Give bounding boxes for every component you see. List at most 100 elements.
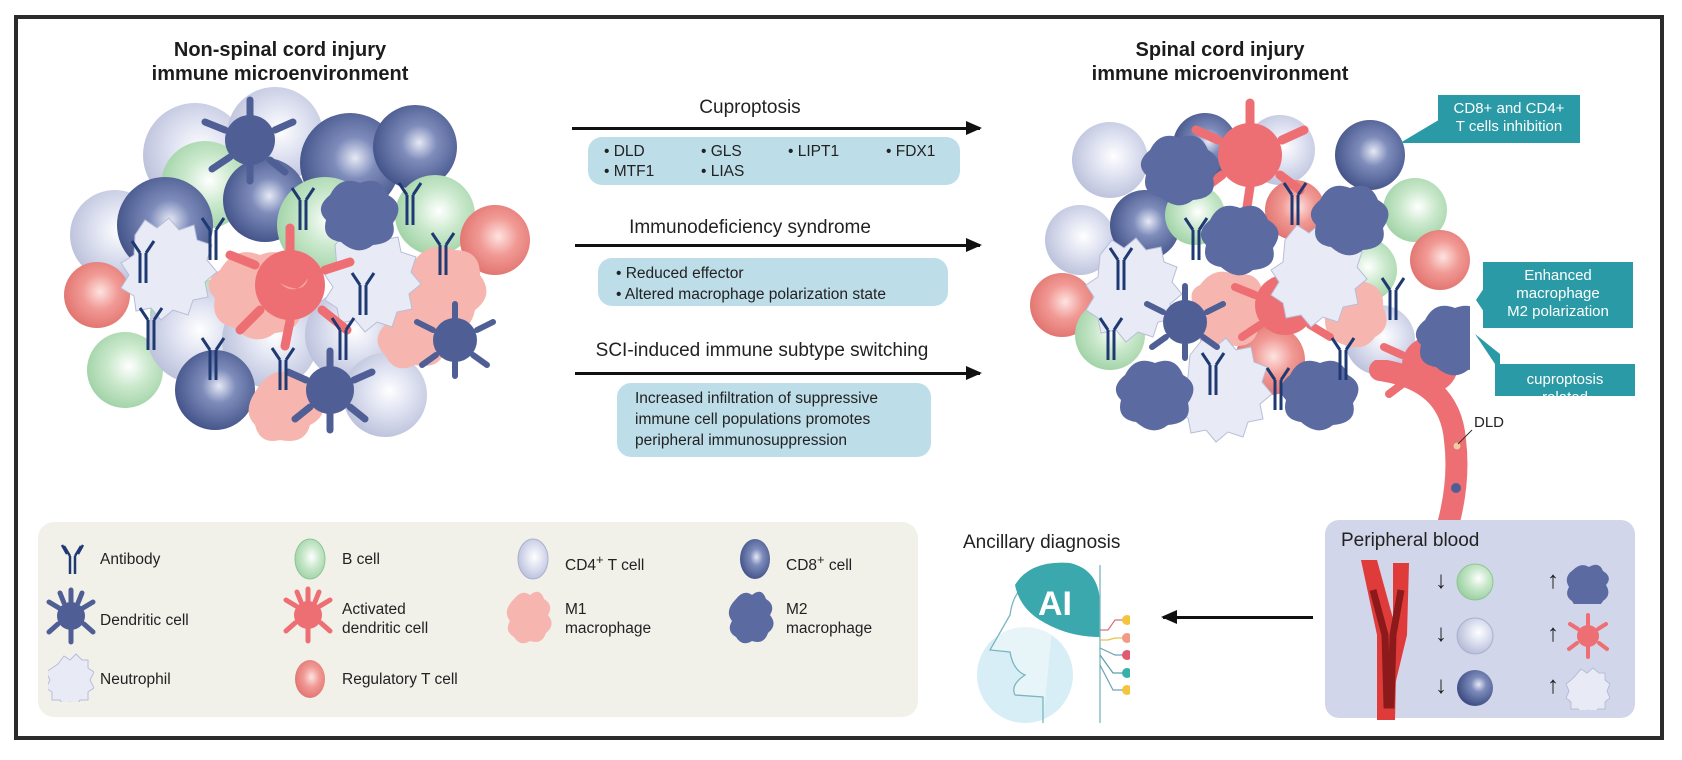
blood-vessel-icon — [1361, 560, 1409, 720]
m1-macrophage-icon — [506, 591, 552, 644]
m2-line-2: macrophage — [786, 620, 873, 637]
callout-tail — [1476, 285, 1486, 315]
cd4-t-cell-decrease-icon — [1456, 617, 1494, 655]
ai-label: AI — [1038, 585, 1072, 623]
legend-cd8-cell: CD8+ cell — [786, 550, 852, 575]
pathway-label-cuproptosis: Cuproptosis — [699, 97, 801, 118]
neutrophil-increase-icon — [1565, 667, 1611, 710]
switching-line-1: Increased infiltration of suppressive — [635, 390, 878, 407]
gene-fdx1: • FDX1 — [886, 143, 936, 160]
peripheral-blood-title: Peripheral blood — [1341, 530, 1480, 551]
down-arrow: ↓ — [1435, 567, 1447, 594]
cell-in-vessel — [1451, 483, 1461, 493]
legend-dendritic-cell: Dendritic cell — [100, 612, 189, 629]
peripheral-blood-panel: Peripheral blood ↓ ↓ ↓ ↑ ↑ ↑ — [1325, 520, 1635, 720]
b-cell-icon — [294, 538, 326, 580]
m2-macrophage-increase-icon — [1566, 564, 1609, 604]
dendritic-cell — [1144, 283, 1226, 361]
arrow-to-ancillary-diagnosis — [1161, 610, 1313, 624]
switching-line-3: peripheral immunosuppression — [635, 432, 847, 449]
ai-output-nodes — [1099, 619, 1123, 691]
cd4-rest: T cell — [603, 557, 645, 575]
callout-macrophage-line-2: macrophage — [1516, 285, 1600, 302]
legend-cd4-t-cell: CD4+ T cell — [565, 550, 644, 575]
callout-tail — [1475, 334, 1500, 368]
callout-macrophage-line-3: M2 polarization — [1507, 303, 1609, 320]
left-title-line-2: immune microenvironment — [151, 63, 409, 85]
regulatory-t-cell — [64, 262, 130, 328]
right-title-line-1: Spinal cord injury — [1135, 39, 1305, 61]
neutrophil — [120, 217, 218, 321]
b-cell — [1383, 178, 1447, 242]
down-arrow: ↓ — [1435, 620, 1447, 647]
cuproptosis-genes-box: • DLD • GLS • LIPT1 • FDX1 • MTF1 • LIAS — [588, 137, 960, 185]
regulatory-t-cell — [460, 205, 530, 275]
ai-brain-shape — [1015, 562, 1100, 637]
cd8-t-cell-decrease-icon — [1457, 670, 1493, 706]
switching-line-2: immune cell populations promotes — [635, 411, 871, 428]
cd8-t-cell-icon — [740, 539, 770, 579]
non-sci-cell-cluster — [64, 87, 530, 441]
callout-tail — [1400, 118, 1442, 143]
bullet-reduced-effector: • Reduced effector — [616, 265, 744, 282]
regulatory-t-cell — [1265, 180, 1325, 240]
immunodeficiency-box: • Reduced effector • Altered macrophage … — [598, 258, 948, 306]
ai-node — [1122, 650, 1130, 660]
cd4-t-cell — [1072, 122, 1148, 198]
gene-lipt1: • LIPT1 — [788, 143, 840, 160]
callout-tcells-line-1: CD8+ and CD4+ — [1453, 100, 1565, 117]
neutrophil-icon — [48, 653, 94, 702]
regulatory-t-cell-icon — [295, 660, 325, 698]
activated-dendritic-cell-icon — [283, 586, 333, 644]
m1-line-2: macrophage — [565, 620, 652, 637]
pathway-label-subtype-switching: SCI-induced immune subtype switching — [595, 340, 929, 361]
cd4-main: CD4 — [565, 557, 597, 575]
ancillary-diagnosis-title: Ancillary diagnosis — [963, 532, 1121, 553]
up-arrow: ↑ — [1547, 672, 1559, 699]
activated-dendritic-cell — [225, 223, 355, 351]
legend-m2-macrophage: M2 macrophage — [786, 600, 872, 638]
blood-vessel-path — [1369, 360, 1473, 530]
arrow-cuproptosis — [572, 121, 982, 135]
dendritic-cell — [284, 347, 376, 434]
cd8-t-cell — [1335, 120, 1405, 190]
cd8-t-cell — [1110, 190, 1180, 260]
b-cell — [87, 332, 163, 408]
activated-dc-line-2: dendritic cell — [342, 620, 429, 637]
antibody — [130, 182, 456, 390]
cd8-main: CD8 — [786, 557, 818, 575]
activated-dendritic-increase-icon — [1567, 613, 1609, 659]
cd8-rest: cell — [824, 557, 853, 575]
up-arrow: ↑ — [1547, 567, 1559, 594]
dendritic-cell — [414, 301, 496, 379]
m2-line-1: M2 — [786, 601, 808, 618]
dendritic-cell-icon — [46, 587, 96, 645]
callout-t-cells-inhibition: CD8+ and CD4+ T cells inhibition — [1438, 95, 1580, 143]
dendritic-cell — [201, 96, 297, 185]
cd4-t-cell — [343, 353, 427, 437]
dld-label: DLD — [1474, 414, 1505, 431]
callout-m2-polarization: Enhanced macrophage M2 polarization — [1483, 262, 1633, 328]
arrow-subtype-switching — [575, 366, 982, 380]
gene-mtf1: • MTF1 — [604, 163, 655, 180]
gene-dld: • DLD — [604, 143, 645, 160]
ai-head-illustration: AI — [977, 562, 1130, 723]
gene-gls: • GLS — [701, 143, 742, 160]
left-title-line-1: Non-spinal cord injury — [173, 39, 387, 61]
arrow-immunodeficiency — [575, 238, 982, 252]
regulatory-t-cell — [1410, 230, 1470, 290]
legend-regulatory-t-cell: Regulatory T cell — [342, 671, 458, 688]
cell-legend: Antibody B cell CD4+ T cell CD8+ cell De… — [38, 522, 918, 717]
antibody — [1098, 182, 1406, 410]
m1-macrophage — [248, 371, 324, 441]
pathway-label-immunodeficiency: Immunodeficiency syndrome — [629, 217, 871, 238]
m2-macrophage — [320, 180, 399, 251]
legend-antibody: Antibody — [100, 551, 161, 568]
b-cell-decrease-icon — [1456, 563, 1494, 601]
legend-b-cell: B cell — [342, 551, 380, 568]
callout-tcells-line-2: T cells inhibition — [1455, 118, 1563, 135]
cd8-sup: + — [817, 552, 825, 567]
callout-macrophage-line-1: Enhanced — [1524, 267, 1592, 284]
